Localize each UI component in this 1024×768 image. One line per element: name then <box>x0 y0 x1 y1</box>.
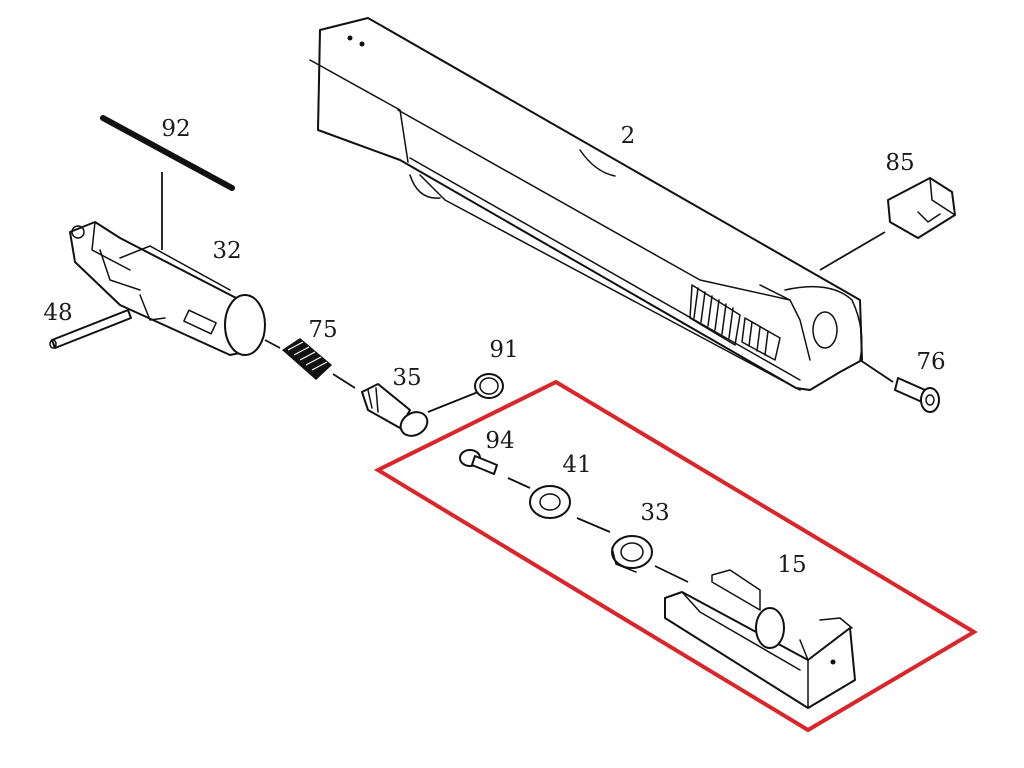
label-92: 92 <box>161 116 190 142</box>
label-32: 32 <box>212 238 241 264</box>
part-85-rear-sight <box>819 177 956 271</box>
part-94-screw <box>459 449 531 489</box>
label-2: 2 <box>621 123 636 149</box>
part-48-pin <box>49 309 132 349</box>
part-2-slide <box>309 17 863 391</box>
label-48: 48 <box>43 300 72 326</box>
label-33: 33 <box>640 500 669 526</box>
part-15-block <box>664 569 856 709</box>
part-41-washer <box>529 485 611 533</box>
label-41: 41 <box>562 452 591 478</box>
part-33-cap <box>611 535 689 583</box>
highlight-box <box>373 379 978 733</box>
label-85: 85 <box>885 150 914 176</box>
part-32-housing <box>69 221 266 356</box>
label-15: 15 <box>777 552 806 578</box>
part-91-oring <box>474 373 504 399</box>
part-76-screw <box>859 359 940 413</box>
label-35: 35 <box>392 365 421 391</box>
label-94: 94 <box>485 428 514 454</box>
label-91: 91 <box>489 337 518 363</box>
part-75-spring <box>282 338 356 389</box>
label-76: 76 <box>916 349 945 375</box>
part-35-piston <box>361 383 479 437</box>
part-92-rod <box>100 115 235 250</box>
label-75: 75 <box>308 317 337 343</box>
